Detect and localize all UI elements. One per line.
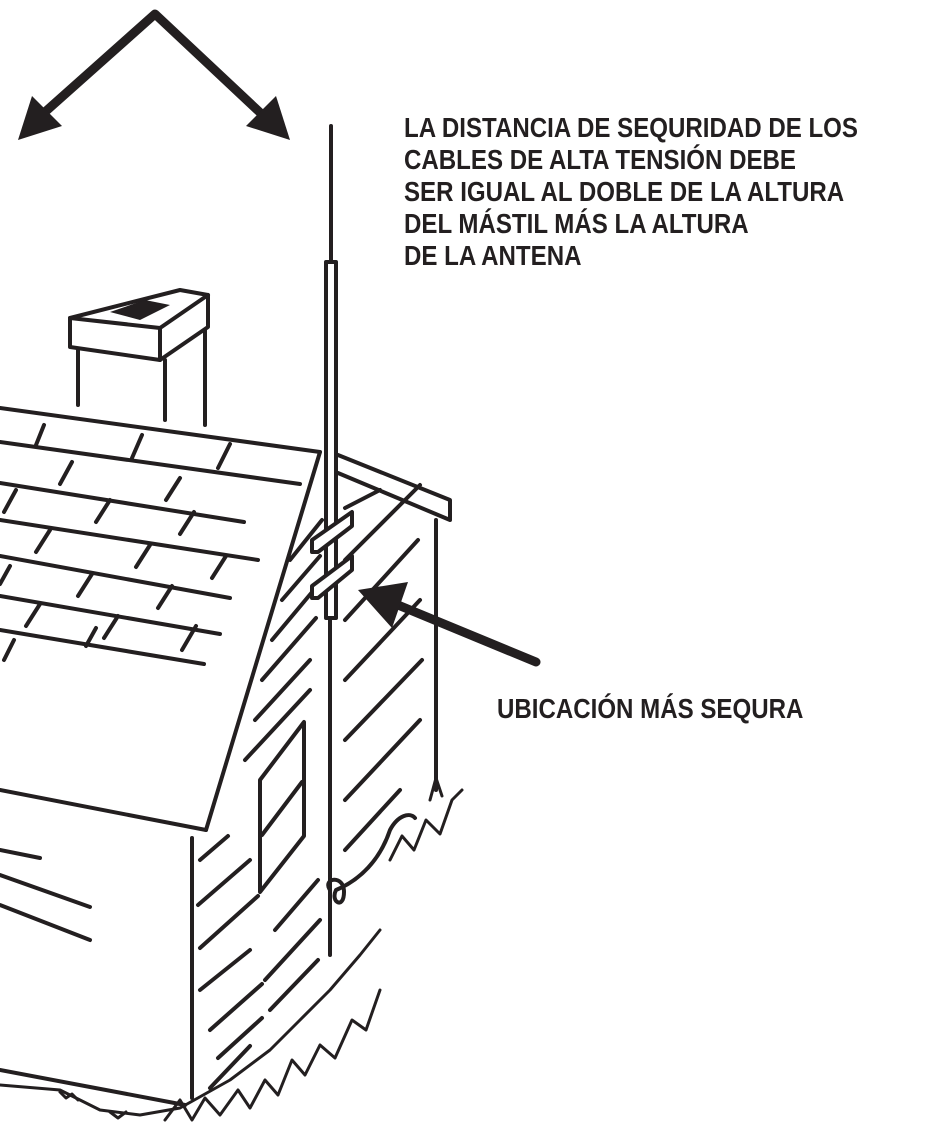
warning-line: CABLES DE ALTA TENSIÓN DEBE xyxy=(404,144,796,175)
chimney xyxy=(68,288,210,427)
distance-arrow xyxy=(18,9,290,140)
warning-line: DEL MÁSTIL MÁS LA ALTURA xyxy=(404,208,749,239)
ground-grass xyxy=(0,776,464,1122)
roof-overhang xyxy=(336,453,452,792)
window xyxy=(258,720,306,894)
safest-location-label: UBICACIÓN MÁS SEQURA xyxy=(497,693,804,724)
warning-line: LA DISTANCIA DE SEQURIDAD DE LOS xyxy=(404,112,858,143)
house-wall xyxy=(0,483,424,1107)
roof xyxy=(0,406,322,832)
warning-line: SER IGUAL AL DOBLE DE LA ALTURA xyxy=(404,176,845,207)
safe-location-arrow xyxy=(358,582,541,667)
antenna-mast xyxy=(310,124,417,957)
warning-line: DE LA ANTENA xyxy=(404,240,582,271)
safety-distance-text: LA DISTANCIA DE SEQURIDAD DE LOS CABLES … xyxy=(404,112,867,272)
